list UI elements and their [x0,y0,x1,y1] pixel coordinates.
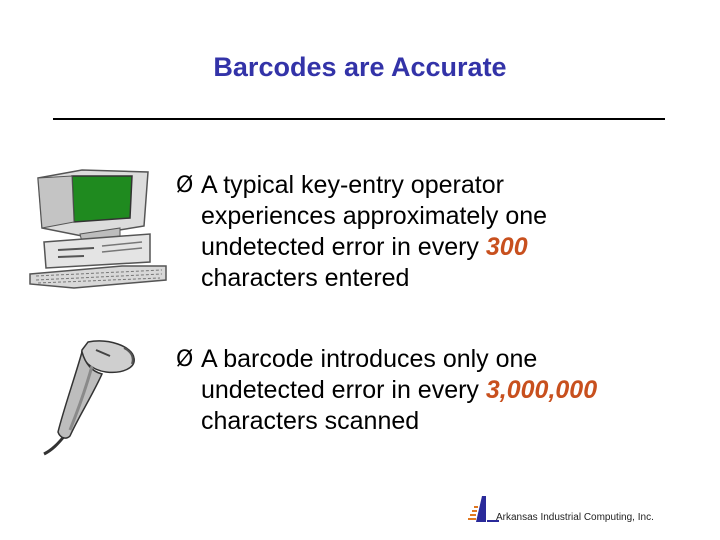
barcode-scanner-icon [43,340,135,456]
bullet-line: undetected error in every 300 [176,232,696,263]
bullet-line: experiences approximately one [201,202,548,230]
title-divider [53,118,665,120]
bullet-arrow-icon: Ø [176,347,194,372]
bullet-text: undetected error in every [201,376,486,404]
error-rate-value: 3,000,000 [485,376,598,404]
bullet-barcode: Ø A barcode introduces only one undetect… [176,344,696,437]
bullet-text: undetected error in every [201,233,486,261]
company-name: Arkansas Industrial Computing, Inc. [496,512,654,523]
bullet-arrow-icon: Ø [176,173,194,198]
bullet-key-entry: Ø A typical key-entry operator experienc… [176,170,696,294]
slide-title: Barcodes are Accurate [213,52,507,82]
bullet-line: characters scanned [201,407,420,435]
bullet-line: undetected error in every 3,000,000 [176,375,696,406]
bullet-line: A typical key-entry operator [201,171,504,199]
bullet-line: A barcode introduces only one [201,345,538,373]
error-rate-value: 300 [485,233,528,261]
computer-icon [29,169,167,289]
footer: Arkansas Industrial Computing, Inc. [466,494,712,526]
company-logo-icon [468,496,499,522]
bullet-line: characters entered [201,264,410,292]
